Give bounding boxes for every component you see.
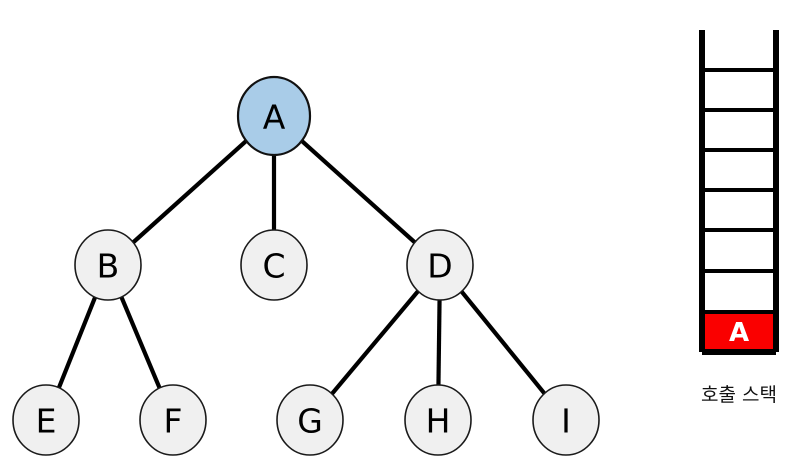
stack-cell-1[interactable] bbox=[705, 70, 773, 110]
stack-cell-label-7: A bbox=[729, 318, 749, 348]
tree-edge-d-g bbox=[328, 288, 422, 397]
stack-cell-bg-4[interactable] bbox=[705, 190, 773, 230]
tree-node-label-f: F bbox=[164, 402, 183, 441]
tree-node-shape-c[interactable] bbox=[240, 229, 308, 301]
stack-cell-bg-7[interactable] bbox=[705, 312, 773, 352]
stack-cell-bg-0[interactable] bbox=[705, 30, 773, 70]
tree-node-h[interactable]: H bbox=[404, 384, 472, 456]
stack-cell-bg-3[interactable] bbox=[705, 150, 773, 190]
tree-node-label-d: D bbox=[427, 247, 452, 286]
stack-cell-5[interactable] bbox=[705, 230, 773, 271]
tree-edge-d-h bbox=[436, 296, 442, 389]
tree-node-label-c: C bbox=[262, 247, 285, 286]
stack-cell-6[interactable] bbox=[705, 271, 773, 312]
tree-edges-group bbox=[55, 138, 548, 397]
stack-cell-2[interactable] bbox=[705, 110, 773, 150]
tree-node-shape-b[interactable] bbox=[74, 229, 142, 301]
tree-edge-d-i bbox=[458, 288, 548, 397]
tree-nodes-group: A B C D E F G H I bbox=[12, 75, 600, 456]
call-stack-group: A bbox=[699, 30, 779, 355]
stack-cell-bg-6[interactable] bbox=[705, 271, 773, 312]
tree-node-shape-e[interactable] bbox=[12, 384, 80, 456]
stack-cell-0[interactable] bbox=[705, 30, 773, 70]
tree-node-a[interactable]: A bbox=[236, 75, 312, 157]
tree-edge-b-e bbox=[55, 293, 99, 392]
stack-cell-4[interactable] bbox=[705, 190, 773, 230]
tree-node-label-h: H bbox=[426, 402, 451, 441]
tree-node-d[interactable]: D bbox=[406, 229, 474, 301]
tree-node-label-i: I bbox=[561, 402, 571, 441]
tree-node-f[interactable]: F bbox=[139, 384, 207, 456]
tree-node-label-b: B bbox=[97, 247, 120, 286]
tree-node-label-a: A bbox=[263, 98, 286, 137]
stack-cell-bg-2[interactable] bbox=[705, 110, 773, 150]
tree-edge-a-d bbox=[299, 138, 418, 246]
tree-node-shape-i[interactable] bbox=[532, 384, 600, 456]
tree-node-g[interactable]: G bbox=[276, 384, 344, 456]
tree-node-shape-g[interactable] bbox=[276, 384, 344, 456]
tree-node-shape-d[interactable] bbox=[406, 229, 474, 301]
tree-node-shape-a[interactable] bbox=[236, 75, 312, 157]
tree-edge-b-f bbox=[118, 293, 163, 392]
stack-cell-7[interactable]: A bbox=[705, 312, 773, 352]
tree-node-i[interactable]: I bbox=[532, 384, 600, 456]
tree-edge-a-b bbox=[130, 138, 249, 246]
tree-node-e[interactable]: E bbox=[12, 384, 80, 456]
tree-node-label-e: E bbox=[36, 402, 57, 441]
tree-node-c[interactable]: C bbox=[240, 229, 308, 301]
tree-node-b[interactable]: B bbox=[74, 229, 142, 301]
tree-node-shape-h[interactable] bbox=[404, 384, 472, 456]
stack-cell-bg-1[interactable] bbox=[705, 70, 773, 110]
call-stack-caption: 호출 스택 bbox=[701, 384, 777, 406]
stack-cell-3[interactable] bbox=[705, 150, 773, 190]
stack-cell-bg-5[interactable] bbox=[705, 230, 773, 271]
tree-node-shape-f[interactable] bbox=[139, 384, 207, 456]
tree-node-label-g: G bbox=[297, 402, 323, 441]
